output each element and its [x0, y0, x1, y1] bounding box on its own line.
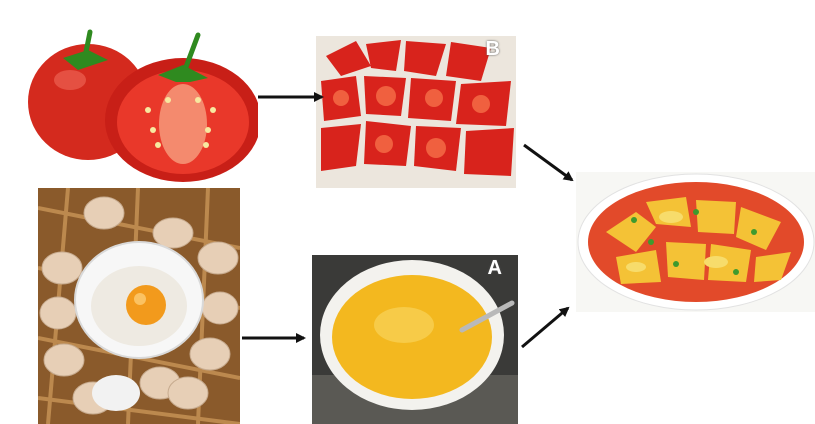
tomato-icon: [8, 20, 258, 188]
sliced-tomato-photo: B: [316, 36, 516, 188]
panel-label-b: B: [486, 38, 500, 61]
panel-label-a: A: [488, 257, 502, 280]
egg-basket-photo: [38, 188, 240, 424]
beaten-egg-photo: A: [312, 255, 518, 424]
arrow-beaten-to-dish: [522, 308, 568, 347]
tomato-egg-dish-icon: [576, 172, 815, 312]
arrow-slices-to-dish: [524, 145, 572, 180]
egg-basket-icon: [38, 188, 240, 424]
dish-photo: [576, 172, 815, 312]
beaten-egg-cup-icon: [312, 255, 518, 424]
tomatoes-photo: [8, 20, 258, 188]
